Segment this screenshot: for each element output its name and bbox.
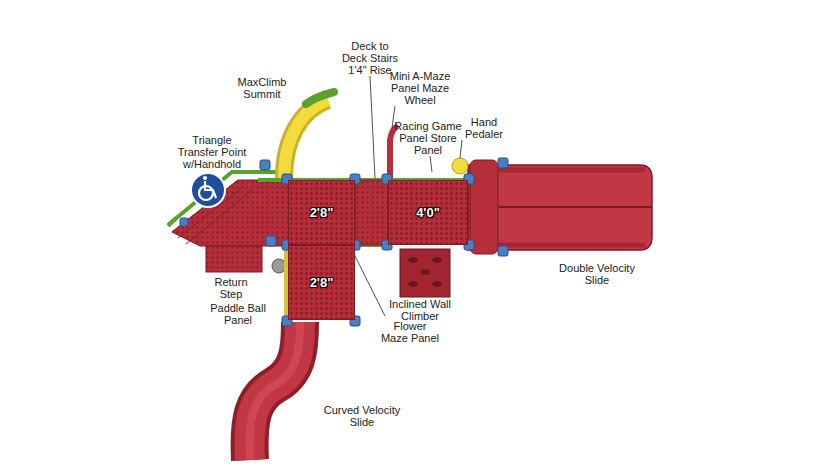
part-callout: Double Velocity Slide (556, 262, 638, 286)
part-callout: MaxClimb Summit (234, 76, 290, 100)
maxclimb-top (306, 92, 334, 104)
part-callout: Mini A-Maze Panel Maze Wheel (386, 70, 454, 106)
slide-lip (490, 170, 645, 245)
deck-dimension: 4'0" (416, 205, 440, 220)
return-step (206, 246, 262, 272)
part-callout: Inclined Wall Climber (382, 298, 458, 322)
part-callout: Triangle Transfer Point w/Handhold (172, 134, 252, 170)
curved-slide-highlight (250, 322, 300, 460)
part-callout: Racing Game Panel Store Panel (392, 120, 464, 156)
clamps (180, 158, 508, 326)
stair-deck (355, 180, 388, 245)
part-callout: Flower Maze Panel (380, 320, 440, 344)
part-callout: Hand Pedaler (462, 116, 506, 140)
accessibility-symbol (191, 173, 225, 207)
deck-platform: 4'0" (388, 180, 468, 245)
part-callout: Curved Velocity Slide (322, 404, 402, 428)
deck-platform: 2'8" (288, 245, 355, 320)
handhold (168, 218, 176, 226)
maxclimb-shadow (284, 100, 328, 178)
wheelchair-glyph (199, 181, 216, 200)
part-callout: Return Step (211, 276, 251, 300)
deck-dimension: 2'8" (310, 275, 334, 290)
maze-post (390, 126, 398, 178)
slide-hood (470, 160, 498, 254)
transfer-platform (172, 180, 290, 246)
paddle-ball (272, 259, 286, 273)
deck-dimension: 2'8" (310, 205, 334, 220)
curved-slide-shadow (250, 322, 300, 460)
part-callout: Paddle Ball Panel (205, 302, 271, 326)
curved-slide (250, 322, 300, 460)
hand-pedaler (452, 158, 468, 174)
wall-climber (400, 249, 450, 297)
climber-holds (408, 257, 442, 287)
deck-platform: 2'8" (288, 180, 355, 245)
maxclimb (284, 100, 328, 178)
wheelchair-head (203, 176, 207, 180)
